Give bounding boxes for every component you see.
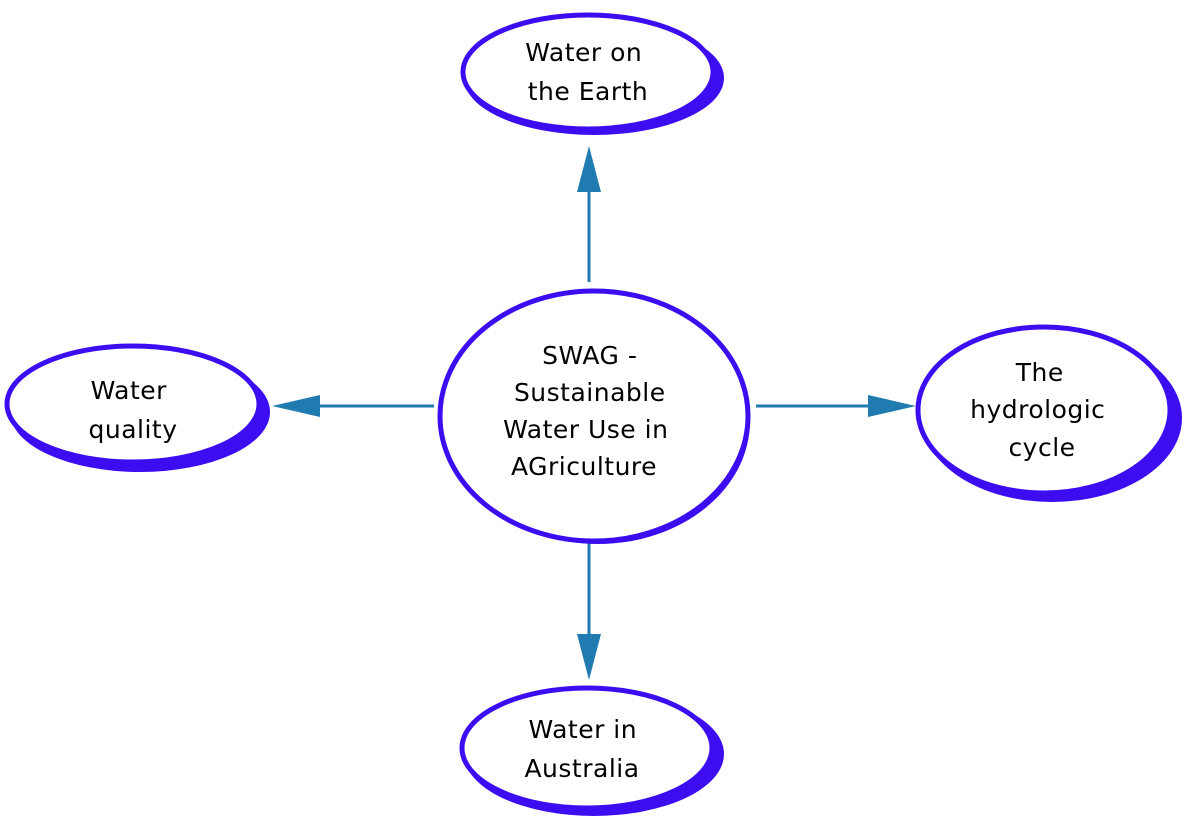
node-center-line-4: AGriculture [511,452,657,481]
node-center-line-2: Sustainable [514,378,666,407]
node-left-label: Water quality [88,376,177,444]
node-bottom[interactable]: Water in Australia [459,685,724,816]
node-right-label: The hydrologic cycle [970,358,1114,462]
node-right-line-2: hydrologic [970,395,1105,424]
node-top-line-2: the Earth [528,77,649,106]
arrowhead-up [577,146,601,192]
node-right-line-1: The [1015,358,1064,387]
node-left[interactable]: Water quality [4,343,270,472]
connectors [272,146,916,680]
connector-center-to-top [577,146,601,282]
node-left-line-1: Water [91,376,168,405]
node-right-line-3: cycle [1008,433,1075,462]
arrowhead-left [272,395,320,417]
node-center-label: SWAG - Sustainable Water Use in AGricult… [503,341,677,481]
node-bottom-label: Water in Australia [524,715,645,783]
node-left-line-2: quality [88,415,177,444]
node-right[interactable]: The hydrologic cycle [915,324,1182,502]
arrowhead-right [868,395,916,417]
arrowhead-down [577,634,601,680]
node-center-line-1: SWAG - [542,341,637,370]
node-center-line-3: Water Use in [503,415,668,444]
connector-center-to-right [756,395,916,417]
connector-center-to-bottom [577,542,601,680]
connector-center-to-left [272,395,434,417]
node-top[interactable]: Water on the Earth [460,12,724,135]
node-top-line-1: Water on [525,38,642,67]
node-top-label: Water on the Earth [525,38,650,106]
node-bottom-line-2: Australia [524,754,639,783]
node-center[interactable]: SWAG - Sustainable Water Use in AGricult… [437,288,751,544]
node-bottom-line-1: Water in [528,715,637,744]
